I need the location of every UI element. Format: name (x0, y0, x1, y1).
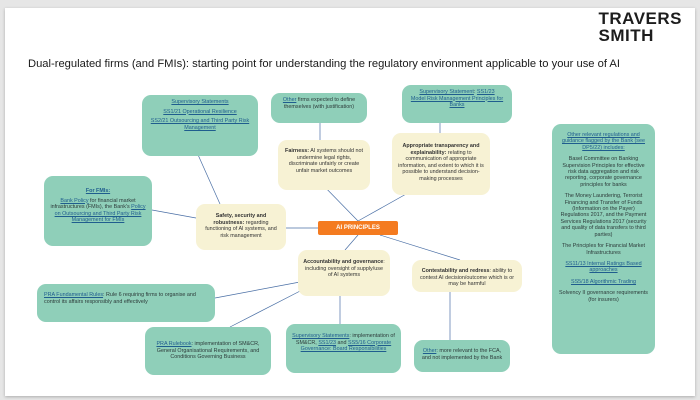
pfmi-item: The Principles for Financial Market Infr… (562, 243, 645, 256)
outsourcing-fmis-link[interactable]: Policy on Outsourcing and Third Party Ri… (54, 204, 146, 224)
other-firms-box: Other firms expected to define themselve… (271, 93, 367, 123)
model-risk-text[interactable]: Model Risk Management Principles for Ban… (410, 95, 504, 109)
fundamental-rules-text: : Rule 6 requiring firms to organise and… (44, 292, 196, 305)
logo-line2: SMITH (599, 27, 682, 44)
accountability-box: Accountability and governance: including… (298, 250, 390, 296)
logo: TRAVERS SMITH (599, 10, 682, 44)
pra-rulebook-box: PRA Rulebook: implementation of SM&CR, G… (145, 327, 271, 375)
model-risk-ref[interactable]: SS1/23 (476, 89, 495, 95)
safety-text: regarding functioning of AI systems, and… (205, 219, 277, 239)
connector-contestability (379, 234, 461, 261)
supervisory-heading[interactable]: Supervisory Statements (171, 99, 229, 105)
fairness-text: AI systems should not undermine legal ri… (288, 148, 363, 174)
connector-rulebook (229, 287, 307, 328)
fmis-box: For FMIs: Bank Policy for financial mark… (44, 176, 152, 246)
connector-supervisory (194, 147, 221, 205)
smcr-ss1-23-link[interactable]: SS1/23 (318, 339, 336, 346)
connector-fmis (151, 209, 197, 219)
smcr-text2: and (336, 339, 348, 346)
fca-other-link[interactable]: Other (422, 348, 437, 354)
transparency-text: relating to communication of appropriate… (398, 149, 484, 182)
safety-box: Safety, security and robustness: regardi… (196, 204, 286, 250)
fmis-heading: For FMIs: (85, 188, 111, 194)
ss1-21-link[interactable]: SS1/21 Operational Resilience (163, 108, 237, 115)
other-regulations-heading[interactable]: Other relevant regulations and guidance … (561, 132, 645, 151)
contestability-text: : ability to contest AI decision/outcome… (419, 268, 515, 288)
fca-box: Other: more relevant to the FCA, and not… (414, 340, 510, 372)
ss5-18-link[interactable]: SS5/18 Algorithmic Trading (570, 278, 637, 285)
basel-item: Basel Committee on Banking Supervision P… (562, 156, 645, 188)
smcr-heading[interactable]: Supervisory Statements (292, 333, 350, 339)
page-title: Dual-regulated firms (and FMIs): startin… (28, 58, 621, 70)
other-regulations-panel: Other relevant regulations and guidance … (552, 124, 655, 354)
accountability-label: Accountability and governance (303, 259, 384, 265)
ss5-16-link[interactable]: SS5/16 Corporate Governance: Board Respo… (300, 339, 392, 353)
fundamental-rules-link[interactable]: PRA Fundamental Rules (44, 292, 104, 298)
contestability-box: Contestability and redress: ability to c… (412, 260, 522, 292)
safety-label: Safety, security and robustness: (213, 213, 267, 226)
connector-accountability (344, 234, 359, 251)
fairness-label: Fairness: (285, 148, 310, 154)
transparency-label: Appropriate transparency and explainabil… (402, 143, 480, 156)
smcr-text1: : implementation of SM&CR, (295, 333, 395, 346)
logo-line1: TRAVERS (598, 9, 682, 28)
other-firms-link[interactable]: Other (282, 97, 297, 103)
model-risk-heading[interactable]: Supervisory Statement (419, 89, 474, 95)
fairness-box: Fairness: AI systems should not undermin… (278, 140, 370, 190)
other-firms-text: firms expected to define themselves (wit… (283, 97, 356, 110)
ss2-21-link[interactable]: SS2/21 Outsourcing and Third Party Risk … (150, 118, 250, 131)
model-risk-box: Supervisory Statement: SS1/23 Model Risk… (402, 85, 512, 123)
connector-fundamental (214, 281, 301, 299)
solvency-item: Solvency II governance requirements (for… (559, 290, 648, 303)
fmis-text: for financial market infrastructures (FM… (50, 197, 136, 211)
smcr-box: Supervisory Statements: implementation o… (286, 324, 401, 373)
bank-policy-link[interactable]: Bank Policy (60, 197, 89, 204)
contestability-label: Contestability and redress (421, 268, 490, 274)
supervisory-statements-box: Supervisory Statements SS1/21 Operationa… (142, 95, 258, 156)
fca-text: : more relevant to the FCA, and not impl… (421, 348, 503, 361)
pra-rulebook-text: : implementation of SM&CR, General Organ… (156, 341, 260, 361)
ss11-13-link[interactable]: SS11/13 Internal Ratings Based approache… (565, 260, 642, 274)
logo-line2-text: SMITH (598, 26, 654, 45)
money-laundering-item: The Money Laundering, Terrorist Financin… (560, 193, 647, 238)
pra-rulebook-link[interactable]: PRA Rulebook (156, 341, 192, 347)
ai-principles-label: AI PRINCIPLES (318, 221, 398, 235)
fundamental-rules-box: PRA Fundamental Rules: Rule 6 requiring … (37, 284, 215, 322)
accountability-text: : including oversight of supply/use of A… (305, 259, 385, 279)
transparency-box: Appropriate transparency and explainabil… (392, 133, 490, 195)
